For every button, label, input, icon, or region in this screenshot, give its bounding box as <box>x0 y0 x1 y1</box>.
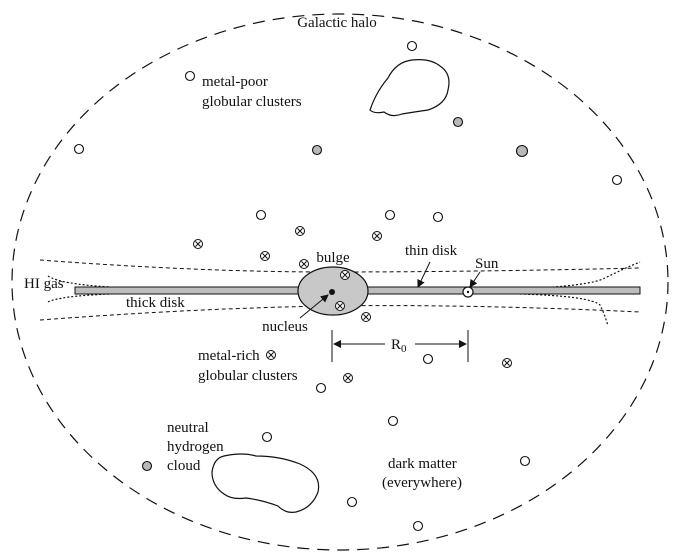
metal-rich-cluster <box>295 226 305 236</box>
metal-poor-cluster <box>422 353 434 365</box>
metal-poor-cluster <box>315 382 327 394</box>
metal-rich-cluster <box>343 373 353 383</box>
metal-rich-cluster <box>335 301 345 311</box>
metal-rich-cluster <box>266 350 276 360</box>
label-r0: R0 <box>391 337 407 355</box>
metal-rich-cluster <box>193 239 203 249</box>
label-neutral: neutral <box>167 420 209 436</box>
label-bulge: bulge <box>316 250 350 266</box>
metal-poor-cluster <box>255 209 267 221</box>
label-hi-gas: HI gas <box>24 276 64 292</box>
metal-poor-cluster <box>346 496 358 508</box>
metal-poor-cluster <box>73 143 85 155</box>
metal-poor-clusters <box>73 40 623 532</box>
sun-center-dot <box>466 290 470 294</box>
sun-arrow <box>469 271 481 288</box>
metal-rich-clusters <box>193 226 512 383</box>
hi-gas-warp-right-upper <box>519 261 641 290</box>
hi-gas-warp-left-lower <box>47 293 111 303</box>
gray-clusters <box>141 116 529 472</box>
metal-poor-cluster <box>519 455 531 467</box>
metal-rich-cluster <box>299 259 309 269</box>
gray-cluster <box>311 144 323 156</box>
label-dark-matter: dark matter <box>388 456 457 472</box>
label-thick-disk: thick disk <box>126 295 185 311</box>
hi-gas-warp-right-lower <box>519 293 609 327</box>
label-galactic-halo: Galactic halo <box>297 15 377 31</box>
gray-cluster <box>141 460 153 472</box>
label-hydrogen: hydrogen <box>167 439 224 455</box>
metal-poor-cluster <box>384 209 396 221</box>
gray-cluster <box>515 144 529 158</box>
metal-poor-cluster <box>387 415 399 427</box>
metal-rich-cluster <box>372 231 382 241</box>
metal-rich-cluster <box>340 270 350 280</box>
gray-cluster <box>452 116 464 128</box>
label-thin-disk: thin disk <box>405 243 458 259</box>
label-metal-rich-clusters: globular clusters <box>198 368 298 384</box>
label-metal-poor: metal-poor <box>202 74 268 90</box>
hydrogen-cloud-upper <box>369 59 450 117</box>
nucleus-arrow <box>299 294 329 319</box>
galactic-halo-outline <box>11 13 669 551</box>
nucleus-dot <box>329 289 335 295</box>
label-cloud: cloud <box>167 458 201 474</box>
metal-rich-cluster <box>502 358 512 368</box>
neutral-hydrogen-cloud <box>211 453 320 513</box>
metal-poor-cluster <box>611 174 623 186</box>
metal-poor-cluster <box>432 211 444 223</box>
metal-rich-cluster <box>260 251 270 261</box>
metal-poor-cluster <box>184 70 196 82</box>
metal-poor-cluster <box>406 40 418 52</box>
metal-poor-cluster <box>261 431 273 443</box>
label-sun: Sun <box>475 256 499 272</box>
thin-disk-arrow <box>417 261 431 288</box>
metal-poor-cluster <box>412 520 424 532</box>
metal-rich-cluster <box>361 312 371 322</box>
label-metal-poor-clusters: globular clusters <box>202 94 302 110</box>
label-nucleus: nucleus <box>262 319 308 335</box>
label-everywhere: (everywhere) <box>382 475 462 491</box>
label-metal-rich: metal-rich <box>198 348 260 364</box>
